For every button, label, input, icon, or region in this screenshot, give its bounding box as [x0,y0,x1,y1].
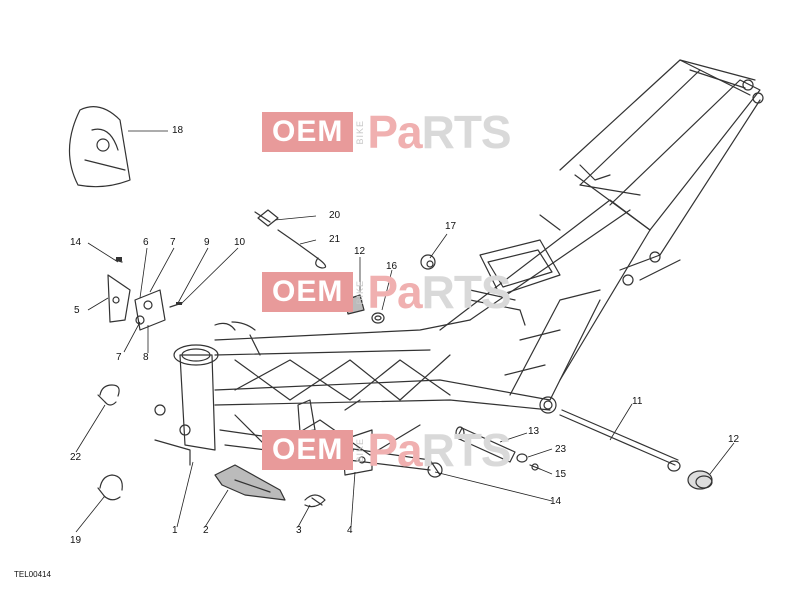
rear-subframe [539,59,764,286]
callout-23: 23 [555,444,567,455]
callout-17: 17 [445,221,457,232]
watermark-bike-text: BIKE [355,279,366,305]
clip-3 [304,494,326,508]
callout-7-lower: 7 [116,352,122,363]
callout-8: 8 [143,352,149,363]
callout-18: 18 [172,125,184,136]
watermark-parts-text: PaRTS [367,269,511,315]
watermark-oem-text: OEM [262,272,354,312]
bush-16 [371,312,385,324]
watermark-parts-pa: Pa [367,424,422,476]
callout-3: 3 [296,525,302,536]
callout-15: 15 [555,469,567,480]
callout-19: 19 [70,535,82,546]
bracket-5 [107,259,183,331]
callout-21: 21 [329,234,341,245]
leader-lines [75,130,735,533]
callout-12-lower: 12 [728,434,740,445]
callout-12-upper: 12 [354,246,366,257]
callout-6: 6 [143,237,149,248]
callout-9: 9 [204,237,210,248]
spacer-tube [455,426,516,463]
callout-7-upper: 7 [170,237,176,248]
clamp-22 [97,384,120,406]
bush-17 [420,254,436,270]
callout-16: 16 [386,261,398,272]
watermark-top: OEM BIKE PaRTS [262,109,512,155]
callout-22: 22 [70,452,82,463]
watermark-bike-text: BIKE [355,437,366,463]
seat-box [469,239,561,326]
clamp-19 [97,474,123,501]
headstock [154,344,219,466]
callout-13: 13 [528,426,540,437]
watermark-oem-text: OEM [262,430,354,470]
reference-code: TEL00414 [14,570,51,579]
callout-1: 1 [172,525,178,536]
watermark-parts-pa: Pa [367,266,422,318]
watermark-bike-text: BIKE [355,119,366,145]
callout-20: 20 [329,210,341,221]
callout-14-lower: 14 [550,496,562,507]
callout-14-upper: 14 [70,237,82,248]
watermark-parts-text: PaRTS [367,427,511,473]
watermark-parts-pa: Pa [367,106,422,158]
watermark-parts-text: PaRTS [367,109,511,155]
watermark-oem-text: OEM [262,112,354,152]
watermark-bottom: OEM BIKE PaRTS [262,427,512,473]
callout-4: 4 [347,525,353,536]
cover-18 [68,106,131,188]
watermark-parts-rts: RTS [421,106,512,158]
side-plate [214,464,286,501]
watermark-middle: OEM BIKE PaRTS [262,269,512,315]
nut-bolt [516,453,541,471]
callout-2: 2 [203,525,209,536]
callout-11: 11 [632,396,643,407]
connector-wire [254,209,327,269]
pivot-shaft [559,409,681,472]
cap-right [687,470,713,490]
watermark-parts-rts: RTS [421,424,512,476]
callout-5: 5 [74,305,80,316]
watermark-parts-rts: RTS [421,266,512,318]
callout-10: 10 [234,237,246,248]
